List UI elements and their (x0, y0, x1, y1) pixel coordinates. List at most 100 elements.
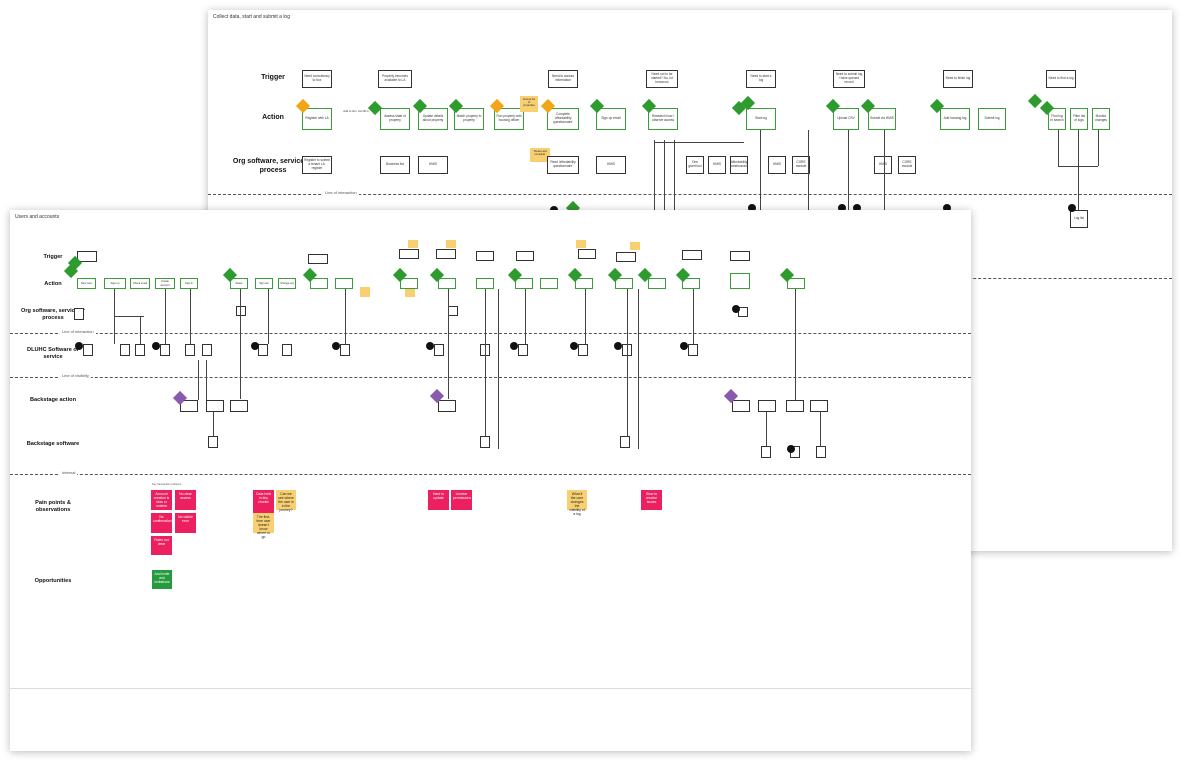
front-dluhc-box (434, 344, 444, 356)
front-action-box (648, 278, 666, 289)
front-lane-backstage-action: Backstage action (29, 397, 76, 403)
back-org-box: Business list (380, 156, 410, 174)
front-pain-note: Slow to resolve issues (641, 490, 662, 510)
front-touchpoint-dot-icon (75, 342, 83, 350)
front-trigger-box (476, 251, 494, 261)
front-action-box (615, 278, 633, 289)
front-connector (448, 289, 449, 399)
front-action-box (310, 278, 328, 289)
back-sheet-title: Collect data, start and submit a log (213, 14, 290, 20)
back-line-of-interaction-label: Line of interaction (323, 190, 359, 195)
front-touchpoint-dot-icon (510, 342, 518, 350)
front-touchpoint-dot-icon (426, 342, 434, 350)
front-backstage-software-box (620, 436, 630, 448)
front-connector (140, 316, 141, 344)
front-pain-note: Data held in tiny chunks (253, 490, 274, 513)
front-line-of-visibility (10, 377, 971, 378)
back-connector (674, 140, 675, 215)
back-action-box: Find log in search (1048, 108, 1066, 130)
front-action-box (682, 278, 700, 289)
back-action-box: Submit log (978, 108, 1006, 130)
front-connector (585, 289, 586, 344)
front-observation-note: What if the user changes the visibility … (567, 490, 587, 516)
front-touchpoint-dot-icon (614, 342, 622, 350)
back-connector (760, 130, 761, 215)
back-yellow-note: Access list of properties (520, 96, 538, 112)
front-observation-note: Can we see where the user is in the jour… (276, 490, 296, 512)
front-connector (525, 289, 526, 344)
back-action-box: Complete 'affordability questionnaire' (547, 108, 579, 130)
back-action-box: Filter list of logs (1070, 108, 1088, 130)
back-action-box: Start log (746, 108, 776, 130)
front-touchpoint-dot-icon (680, 342, 688, 350)
back-connector (1058, 166, 1098, 167)
front-lane-backstage-software: Backstage software (26, 441, 80, 447)
front-dluhc-box (160, 344, 170, 356)
front-action-box (787, 278, 805, 289)
back-trigger-box: Need to start a log (746, 70, 776, 88)
front-dluhc-box (282, 344, 292, 356)
front-dluhc-box (688, 344, 698, 356)
front-small-yellow-note (576, 240, 586, 248)
front-action-box (438, 278, 456, 289)
front-connector (114, 316, 144, 317)
back-org-box: CORE module (792, 156, 810, 174)
front-touchpoint-dot-icon (732, 305, 740, 313)
front-line-label: Line of interaction (60, 329, 96, 334)
front-opportunity-note: Add invite and invitations (152, 570, 172, 589)
front-lane-dluhc: DLUHC Software or service (27, 347, 79, 360)
front-trigger-box (436, 249, 456, 259)
front-line-label: Line of visibility (60, 373, 91, 378)
front-action-box: Sign in (180, 278, 198, 289)
front-line-internal (10, 474, 971, 475)
front-connector (198, 360, 199, 400)
front-action-box (575, 278, 593, 289)
back-connector (884, 130, 885, 215)
front-backstage-box (180, 400, 198, 412)
back-trigger-box: Need to find a log (1046, 70, 1076, 88)
front-dluhc-box (518, 344, 528, 356)
back-touchpoint-dot-icon (838, 204, 846, 212)
back-org-box: HMIS (596, 156, 626, 174)
front-pain-note: No visible error (175, 513, 196, 533)
front-pain-note: Hard to update (428, 490, 449, 510)
front-dluhc-box (258, 344, 268, 356)
front-sheet: Users and accounts Trigger Action Org so… (10, 210, 971, 751)
front-backstage-software-box (480, 436, 490, 448)
front-dluhc-box (83, 344, 93, 356)
back-action-box: Register with LA (302, 108, 332, 130)
back-line-of-interaction (208, 194, 1172, 195)
front-touchpoint-dot-icon (332, 342, 340, 350)
front-dluhc-box (120, 344, 130, 356)
back-org-box: Read 'affordability questionnaire' (547, 156, 579, 174)
front-org-box (448, 306, 458, 316)
front-backstage-box (732, 400, 750, 412)
back-connector (1098, 130, 1099, 166)
back-touchpoint-dot-icon (853, 204, 861, 212)
front-connector (485, 289, 486, 436)
front-connector (345, 289, 346, 344)
back-connector (664, 140, 665, 215)
front-dluhc-box (135, 344, 145, 356)
front-connector (693, 289, 694, 344)
back-action-box: Submit via HMIS (868, 108, 896, 130)
back-trigger-box: Need consultancy to box (302, 70, 332, 88)
back-connector (654, 140, 655, 215)
front-small-yellow-note (408, 240, 418, 248)
front-lane-opportunities: Opportunities (34, 578, 72, 584)
front-trigger-box (516, 251, 534, 261)
back-touchpoint-dot-icon (1068, 204, 1076, 212)
front-dluhc-box (578, 344, 588, 356)
front-action-box: New user (77, 278, 96, 289)
back-trigger-box: Property becomes available to LA (378, 70, 412, 88)
front-touchpoint-dot-icon (152, 342, 160, 350)
front-pain-note: Unclear permissions (451, 490, 472, 510)
front-line-label: Internal (60, 470, 78, 475)
front-connector (190, 289, 191, 344)
front-touchpoint-dot-icon (251, 342, 259, 350)
front-trigger-box (399, 249, 419, 259)
front-observation-note: The first-time user doesn't know where t… (253, 513, 274, 539)
front-connector (498, 289, 499, 449)
front-pain-note: Roles not clear (151, 536, 172, 555)
back-action-box: Upload CSV (833, 108, 859, 130)
